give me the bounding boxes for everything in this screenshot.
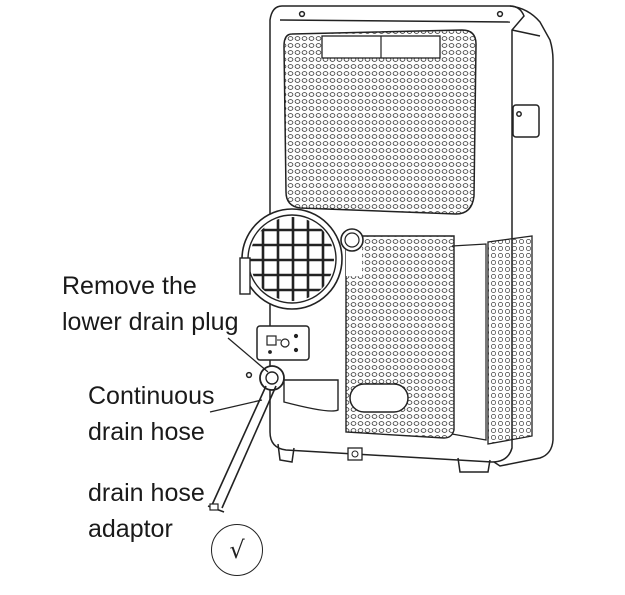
control-panel-icons [256, 325, 310, 361]
label-line: Continuous [88, 382, 215, 410]
drain-plug [259, 365, 285, 391]
label-drain-hose-adaptor: drain hose adaptor [88, 475, 205, 547]
leader-drain-plug [227, 337, 269, 373]
rear-knob [340, 228, 364, 252]
exhaust-vent [239, 208, 343, 310]
label-line: adaptor [88, 515, 173, 543]
label-line: lower drain plug [62, 308, 239, 336]
side-air-intake-grille [451, 235, 533, 445]
leader-lines [209, 337, 269, 413]
drain-hose-adaptor [209, 503, 219, 511]
upper-air-intake-grille [283, 29, 477, 215]
bottom-drain-fitting [347, 447, 363, 461]
label-line: drain hose [88, 418, 205, 446]
leader-continuous-hose [209, 399, 263, 413]
label-line: drain hose [88, 479, 205, 507]
lower-drain-cover [283, 379, 409, 413]
label-line: Remove the [62, 272, 197, 300]
check-mark-icon: √ [211, 524, 263, 576]
label-remove-lower-drain-plug: Remove the lower drain plug [62, 268, 239, 340]
label-continuous-drain-hose: Continuous drain hose [88, 378, 214, 450]
